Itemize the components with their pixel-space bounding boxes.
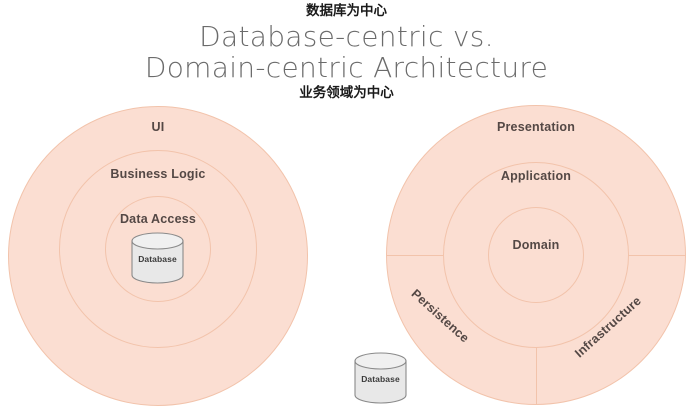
page-title-line-2: Domain-centric Architecture <box>144 51 549 84</box>
divider-right-horizontal <box>611 254 686 256</box>
left-ring-inner-label: Data Access <box>119 212 197 226</box>
left-ring-middle-label: Business Logic <box>110 167 206 181</box>
bottom-database-cylinder[interactable]: Database <box>352 352 409 404</box>
left-database-cylinder[interactable]: Database <box>129 232 186 284</box>
database-icon <box>354 352 407 404</box>
page-title-line-1: Database-centric vs. <box>199 20 494 53</box>
chinese-caption-top: 数据库为中心 <box>306 3 387 19</box>
left-ring-middle[interactable] <box>59 150 257 348</box>
right-ring-middle-label: Application <box>500 169 572 183</box>
page-title: Database-centric vs. Domain-centric Arch… <box>0 21 693 83</box>
chinese-caption-bottom: 业务领域为中心 <box>299 85 394 101</box>
right-ring-inner[interactable] <box>488 207 584 303</box>
left-database-label: Database <box>138 254 177 264</box>
divider-bottom-vertical <box>535 330 537 405</box>
database-icon <box>131 232 184 284</box>
right-ring-outer-label: Presentation <box>496 120 576 134</box>
left-ring-outer-label: UI <box>151 120 165 134</box>
divider-left-horizontal <box>386 254 461 256</box>
bottom-database-label: Database <box>361 374 400 384</box>
right-ring-inner-label: Domain <box>512 238 560 252</box>
title-block: 数据库为中心 Database-centric vs. Domain-centr… <box>0 0 693 102</box>
